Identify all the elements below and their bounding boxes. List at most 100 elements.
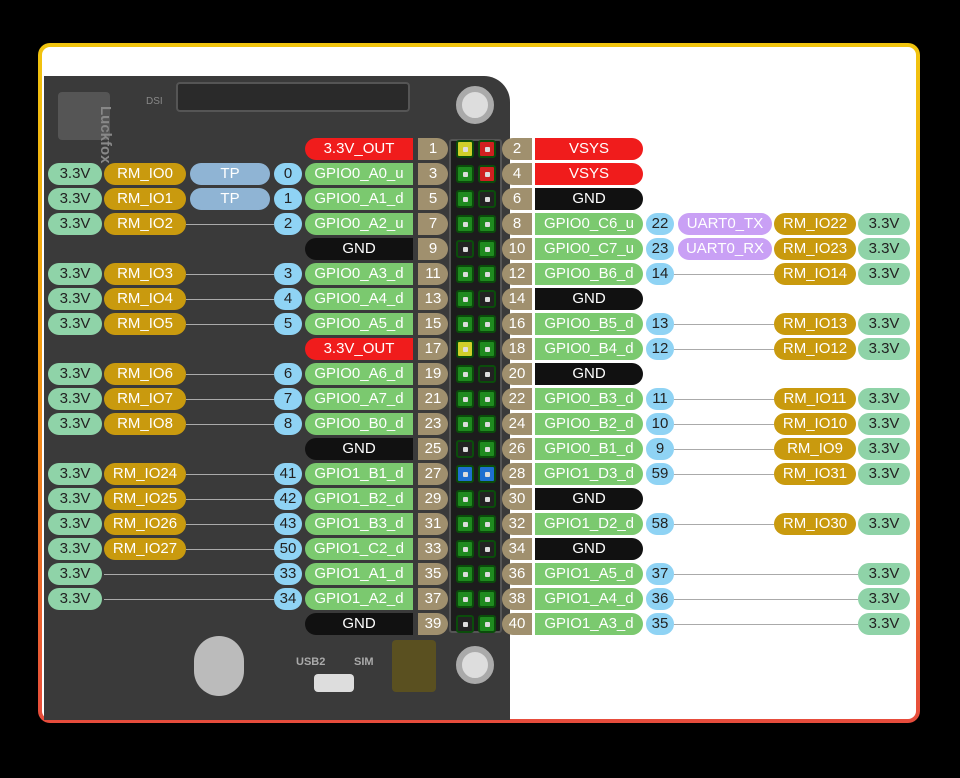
pin-name-37: GPIO1_A2_d	[305, 588, 413, 610]
voltage-3v3: 3.3V	[48, 313, 102, 335]
header-pin	[478, 465, 496, 483]
rm-io-RM_IO0: RM_IO0	[104, 163, 186, 185]
switch	[314, 674, 354, 692]
gpio-number-9: 9	[646, 438, 674, 460]
leader-line	[104, 599, 274, 600]
header-pin	[456, 615, 474, 633]
pin-number-29: 29	[418, 488, 448, 510]
voltage-3v3: 3.3V	[48, 413, 102, 435]
pin-number-34: 34	[502, 538, 532, 560]
gpio-number-1: 1	[274, 188, 302, 210]
voltage-3v3: 3.3V	[48, 588, 102, 610]
header-pin	[456, 290, 474, 308]
pin-name-40: GPIO1_A3_d	[535, 613, 643, 635]
pin-name-6: GND	[535, 188, 643, 210]
uart-label: UART0_TX	[678, 213, 772, 235]
tp-label: TP	[190, 188, 270, 210]
header-pin	[456, 415, 474, 433]
pin-number-10: 10	[502, 238, 532, 260]
gpio-number-22: 22	[646, 213, 674, 235]
pin-name-7: GPIO0_A2_u	[305, 213, 413, 235]
pin-number-20: 20	[502, 363, 532, 385]
leader-line	[186, 524, 274, 525]
leader-line	[674, 349, 774, 350]
voltage-3v3: 3.3V	[48, 263, 102, 285]
pin-name-31: GPIO1_B3_d	[305, 513, 413, 535]
gpio-number-43: 43	[274, 513, 302, 535]
mount-hole-bottom	[456, 646, 494, 684]
rm-io-RM_IO10: RM_IO10	[774, 413, 856, 435]
pin-number-2: 2	[502, 138, 532, 160]
rm-io-RM_IO22: RM_IO22	[774, 213, 856, 235]
header-pin	[456, 140, 474, 158]
gpio-number-3: 3	[274, 263, 302, 285]
pin-name-14: GND	[535, 288, 643, 310]
voltage-3v3: 3.3V	[48, 513, 102, 535]
pin-name-1: 3.3V_OUT	[305, 138, 413, 160]
rm-io-RM_IO1: RM_IO1	[104, 188, 186, 210]
inductor	[58, 92, 110, 140]
voltage-3v3: 3.3V	[48, 488, 102, 510]
voltage-3v3: 3.3V	[48, 188, 102, 210]
header-pin	[456, 490, 474, 508]
pin-name-20: GND	[535, 363, 643, 385]
gpio-number-58: 58	[646, 513, 674, 535]
header-pin	[478, 490, 496, 508]
pin-number-26: 26	[502, 438, 532, 460]
leader-line	[674, 574, 858, 575]
header-pin	[456, 165, 474, 183]
gpio-number-2: 2	[274, 213, 302, 235]
voltage-3v3: 3.3V	[858, 388, 910, 410]
pin-name-21: GPIO0_A7_d	[305, 388, 413, 410]
pin-number-15: 15	[418, 313, 448, 335]
rm-io-RM_IO5: RM_IO5	[104, 313, 186, 335]
pin-name-38: GPIO1_A4_d	[535, 588, 643, 610]
header-pin	[478, 440, 496, 458]
gpio-number-23: 23	[646, 238, 674, 260]
pin-number-11: 11	[418, 263, 448, 285]
pin-name-3: GPIO0_A0_u	[305, 163, 413, 185]
pin-name-4: VSYS	[535, 163, 643, 185]
pin-number-16: 16	[502, 313, 532, 335]
rm-io-RM_IO12: RM_IO12	[774, 338, 856, 360]
pin-number-25: 25	[418, 438, 448, 460]
rm-io-RM_IO25: RM_IO25	[104, 488, 186, 510]
pin-name-22: GPIO0_B3_d	[535, 388, 643, 410]
voltage-3v3: 3.3V	[858, 263, 910, 285]
header-pin	[478, 615, 496, 633]
pin-number-30: 30	[502, 488, 532, 510]
gpio-number-33: 33	[274, 563, 302, 585]
pin-name-15: GPIO0_A5_d	[305, 313, 413, 335]
pin-number-4: 4	[502, 163, 532, 185]
pin-number-5: 5	[418, 188, 448, 210]
voltage-3v3: 3.3V	[48, 288, 102, 310]
pin-name-27: GPIO1_B1_d	[305, 463, 413, 485]
header-pin	[456, 265, 474, 283]
rm-io-RM_IO31: RM_IO31	[774, 463, 856, 485]
header-pin	[456, 240, 474, 258]
voltage-3v3: 3.3V	[858, 513, 910, 535]
header-pin	[456, 540, 474, 558]
voltage-3v3: 3.3V	[858, 463, 910, 485]
voltage-3v3: 3.3V	[48, 463, 102, 485]
voltage-3v3: 3.3V	[48, 563, 102, 585]
header-pin	[456, 565, 474, 583]
header-pin	[456, 465, 474, 483]
pin-number-8: 8	[502, 213, 532, 235]
pin-number-28: 28	[502, 463, 532, 485]
pin-number-14: 14	[502, 288, 532, 310]
voltage-3v3: 3.3V	[858, 588, 910, 610]
gpio-number-37: 37	[646, 563, 674, 585]
voltage-3v3: 3.3V	[858, 613, 910, 635]
tp-label: TP	[190, 163, 270, 185]
capacitor	[194, 636, 244, 696]
header-pin	[478, 290, 496, 308]
header-pin	[456, 440, 474, 458]
leader-line	[186, 499, 274, 500]
rm-io-RM_IO13: RM_IO13	[774, 313, 856, 335]
header-pin	[478, 540, 496, 558]
header-pin	[456, 340, 474, 358]
pin-name-33: GPIO1_C2_d	[305, 538, 413, 560]
voltage-3v3: 3.3V	[48, 213, 102, 235]
pin-name-39: GND	[305, 613, 413, 635]
